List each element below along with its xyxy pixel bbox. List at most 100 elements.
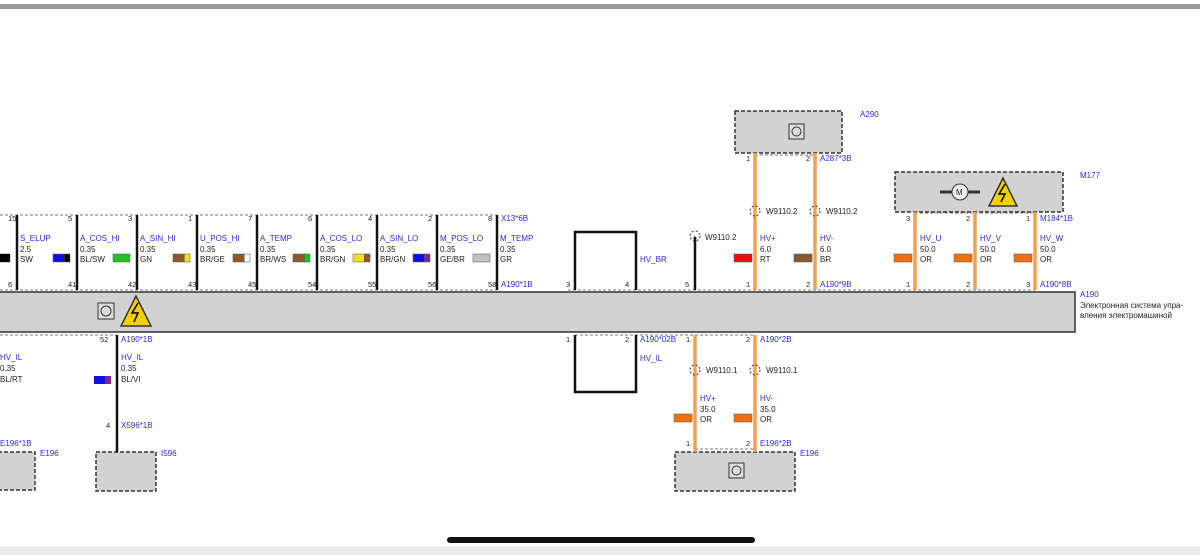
wire-color-swatch bbox=[172, 253, 185, 263]
i596-label: I596 bbox=[161, 449, 177, 458]
svg-text:M: M bbox=[956, 188, 963, 197]
wire-name: HV- bbox=[760, 394, 774, 403]
pin-number: 1 bbox=[188, 214, 192, 223]
pin-number: 58 bbox=[488, 280, 496, 289]
connector-label: X13*6B bbox=[501, 214, 528, 223]
wire-size: 0.35 bbox=[121, 364, 137, 373]
pin-number: 1 bbox=[686, 439, 690, 448]
shield-icon bbox=[809, 205, 821, 217]
e196-component bbox=[674, 451, 796, 492]
e196-component bbox=[0, 451, 36, 491]
wire-color: OR bbox=[760, 415, 772, 424]
wire-color-swatch bbox=[232, 253, 245, 263]
wire-size: 50.0 bbox=[1040, 245, 1056, 254]
wire-size: 50.0 bbox=[920, 245, 936, 254]
wire-name: HV+ bbox=[700, 394, 716, 403]
pin-number: 43 bbox=[188, 280, 196, 289]
home-indicator[interactable] bbox=[447, 537, 755, 543]
pin-number: 3 bbox=[566, 280, 570, 289]
wire-color-swatch bbox=[793, 253, 813, 263]
wire-name: A_TEMP bbox=[260, 234, 292, 243]
pin-number: 56 bbox=[428, 280, 436, 289]
wire-color: OR bbox=[1040, 255, 1052, 264]
high-voltage-warning-icon bbox=[987, 176, 1019, 207]
pin-number: 45 bbox=[248, 280, 256, 289]
control-unit-icon bbox=[788, 123, 805, 140]
connector-label: M184*1B bbox=[1040, 214, 1073, 223]
pin-number: 6 bbox=[8, 280, 12, 289]
wire-color: BL/SW bbox=[80, 255, 105, 264]
motor-icon: M bbox=[940, 183, 980, 201]
wire-color-swatch bbox=[733, 253, 753, 263]
pin-number: 2 bbox=[806, 154, 810, 163]
shield-label: W9110.2 bbox=[826, 207, 858, 216]
wire-name: U_POS_HI bbox=[200, 234, 240, 243]
i596-component bbox=[95, 451, 157, 492]
wire-color-swatch bbox=[364, 253, 371, 263]
connector-label: A190*9B bbox=[820, 280, 852, 289]
wire-color-swatch bbox=[412, 253, 425, 263]
control-unit-icon bbox=[728, 462, 745, 479]
shield-icon bbox=[689, 230, 701, 242]
e196-label: E196 bbox=[40, 449, 59, 458]
connector-label: A190*1B bbox=[501, 280, 533, 289]
pin-number: 52 bbox=[100, 335, 108, 344]
shield-label: W9110.2 bbox=[766, 207, 798, 216]
wire-size: 0.35 bbox=[260, 245, 276, 254]
shield-label: W9110.1 bbox=[766, 366, 798, 375]
wire-color-swatch bbox=[0, 254, 10, 262]
connector-label: A190*02B bbox=[640, 335, 676, 344]
wire-color-swatch bbox=[112, 253, 131, 263]
connector-label: X596*1B bbox=[121, 421, 153, 430]
pin-number: 4 bbox=[368, 214, 372, 223]
wire-color: GE/BR bbox=[440, 255, 465, 264]
pin-number: 1 bbox=[566, 335, 570, 344]
wire-color-swatch bbox=[893, 253, 913, 263]
wire-size: 0.35 bbox=[500, 245, 516, 254]
wire-color: BR/GN bbox=[320, 255, 346, 264]
wire-size: 2.5 bbox=[20, 245, 32, 254]
wire-color-swatch bbox=[292, 253, 305, 263]
pin-number: 4 bbox=[106, 421, 110, 430]
pin-number: 7 bbox=[248, 214, 252, 223]
connector-label: A190*1B bbox=[121, 335, 153, 344]
wire-color-swatch bbox=[64, 253, 71, 263]
connector-label: A190*2B bbox=[760, 335, 792, 344]
m177-label: M177 bbox=[1080, 171, 1101, 180]
pin-number: 41 bbox=[68, 280, 76, 289]
wire-color: OR bbox=[980, 255, 992, 264]
wire-name: A_SIN_HI bbox=[140, 234, 176, 243]
pin-number: 54 bbox=[308, 280, 316, 289]
wire-color: BR/WS bbox=[260, 255, 286, 264]
wire-name: A_COS_HI bbox=[80, 234, 120, 243]
pin-number: 5 bbox=[685, 280, 689, 289]
pin-number: 5 bbox=[68, 214, 72, 223]
wire-name: A_COS_LO bbox=[320, 234, 362, 243]
wire-color-swatch bbox=[472, 253, 491, 263]
connector-label: E196*2B bbox=[760, 439, 792, 448]
hv-br-loop-wire bbox=[573, 230, 638, 290]
control-unit-icon bbox=[97, 302, 115, 320]
wire-name: A_SIN_LO bbox=[380, 234, 418, 243]
pin-number: 3 bbox=[1026, 280, 1030, 289]
wire-color-swatch bbox=[352, 253, 365, 263]
wire-size: 0.35 bbox=[320, 245, 336, 254]
connector-label: E196*1B bbox=[0, 439, 32, 448]
a190-description: Электронная система упра- bbox=[1080, 301, 1183, 310]
wire-size: 50.0 bbox=[980, 245, 996, 254]
hv-il-loop-wire bbox=[573, 335, 638, 394]
wire-color-swatch bbox=[184, 253, 191, 263]
pin-number: 2 bbox=[625, 335, 629, 344]
wire-color-swatch bbox=[733, 413, 753, 423]
pin-number: 2 bbox=[428, 214, 432, 223]
wire-color: BL/VI bbox=[121, 375, 141, 384]
e196-label: E196 bbox=[800, 449, 819, 458]
pin-number: 3 bbox=[906, 214, 910, 223]
wire-size: 35.0 bbox=[760, 405, 776, 414]
wire-name: HV_IL bbox=[0, 353, 23, 362]
wire-color: BR bbox=[820, 255, 831, 264]
wire-color: RT bbox=[760, 255, 771, 264]
bottom-bar bbox=[0, 546, 1200, 555]
shield-label: W9110.1 bbox=[706, 366, 738, 375]
